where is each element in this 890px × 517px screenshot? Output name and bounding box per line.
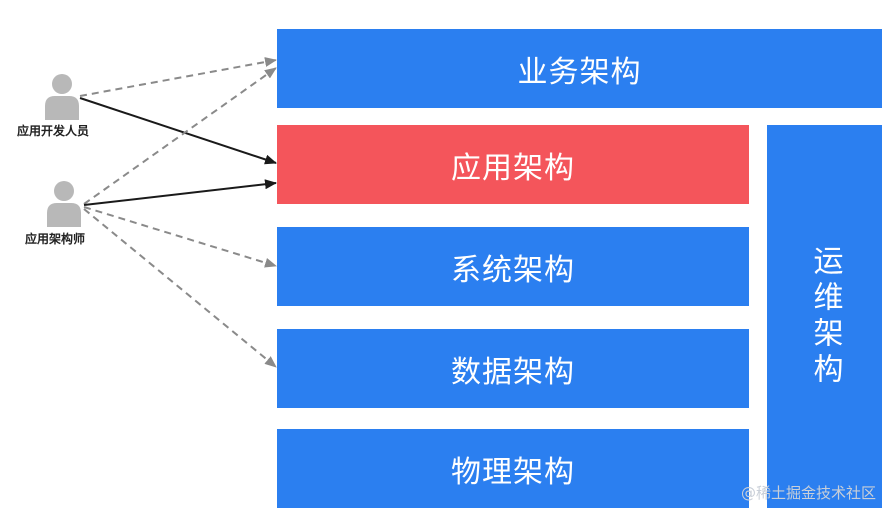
business-architecture-block: 业务架构 bbox=[277, 29, 882, 108]
arrow-developer-to-application bbox=[79, 97, 277, 165]
architect-label: 应用架构师 bbox=[25, 232, 86, 246]
arrow-architect-to-system bbox=[83, 206, 277, 268]
arrow-architect-to-data bbox=[83, 208, 277, 368]
operations-architecture-block: 运维架构 bbox=[767, 125, 882, 508]
physical-architecture-block: 物理架构 bbox=[277, 429, 749, 508]
watermark-text: @稀土掘金技术社区 bbox=[740, 484, 876, 502]
arrow-architect-to-application bbox=[83, 179, 277, 206]
architect-person-icon bbox=[47, 181, 81, 227]
arrow-architect-to-business bbox=[83, 67, 277, 205]
developer-person-icon bbox=[45, 74, 79, 120]
developer-label: 应用开发人员 bbox=[17, 124, 90, 138]
application-architecture-block: 应用架构 bbox=[277, 125, 749, 204]
arrow-developer-to-business bbox=[79, 57, 277, 97]
system-architecture-block: 系统架构 bbox=[277, 227, 749, 306]
data-architecture-block: 数据架构 bbox=[277, 329, 749, 408]
